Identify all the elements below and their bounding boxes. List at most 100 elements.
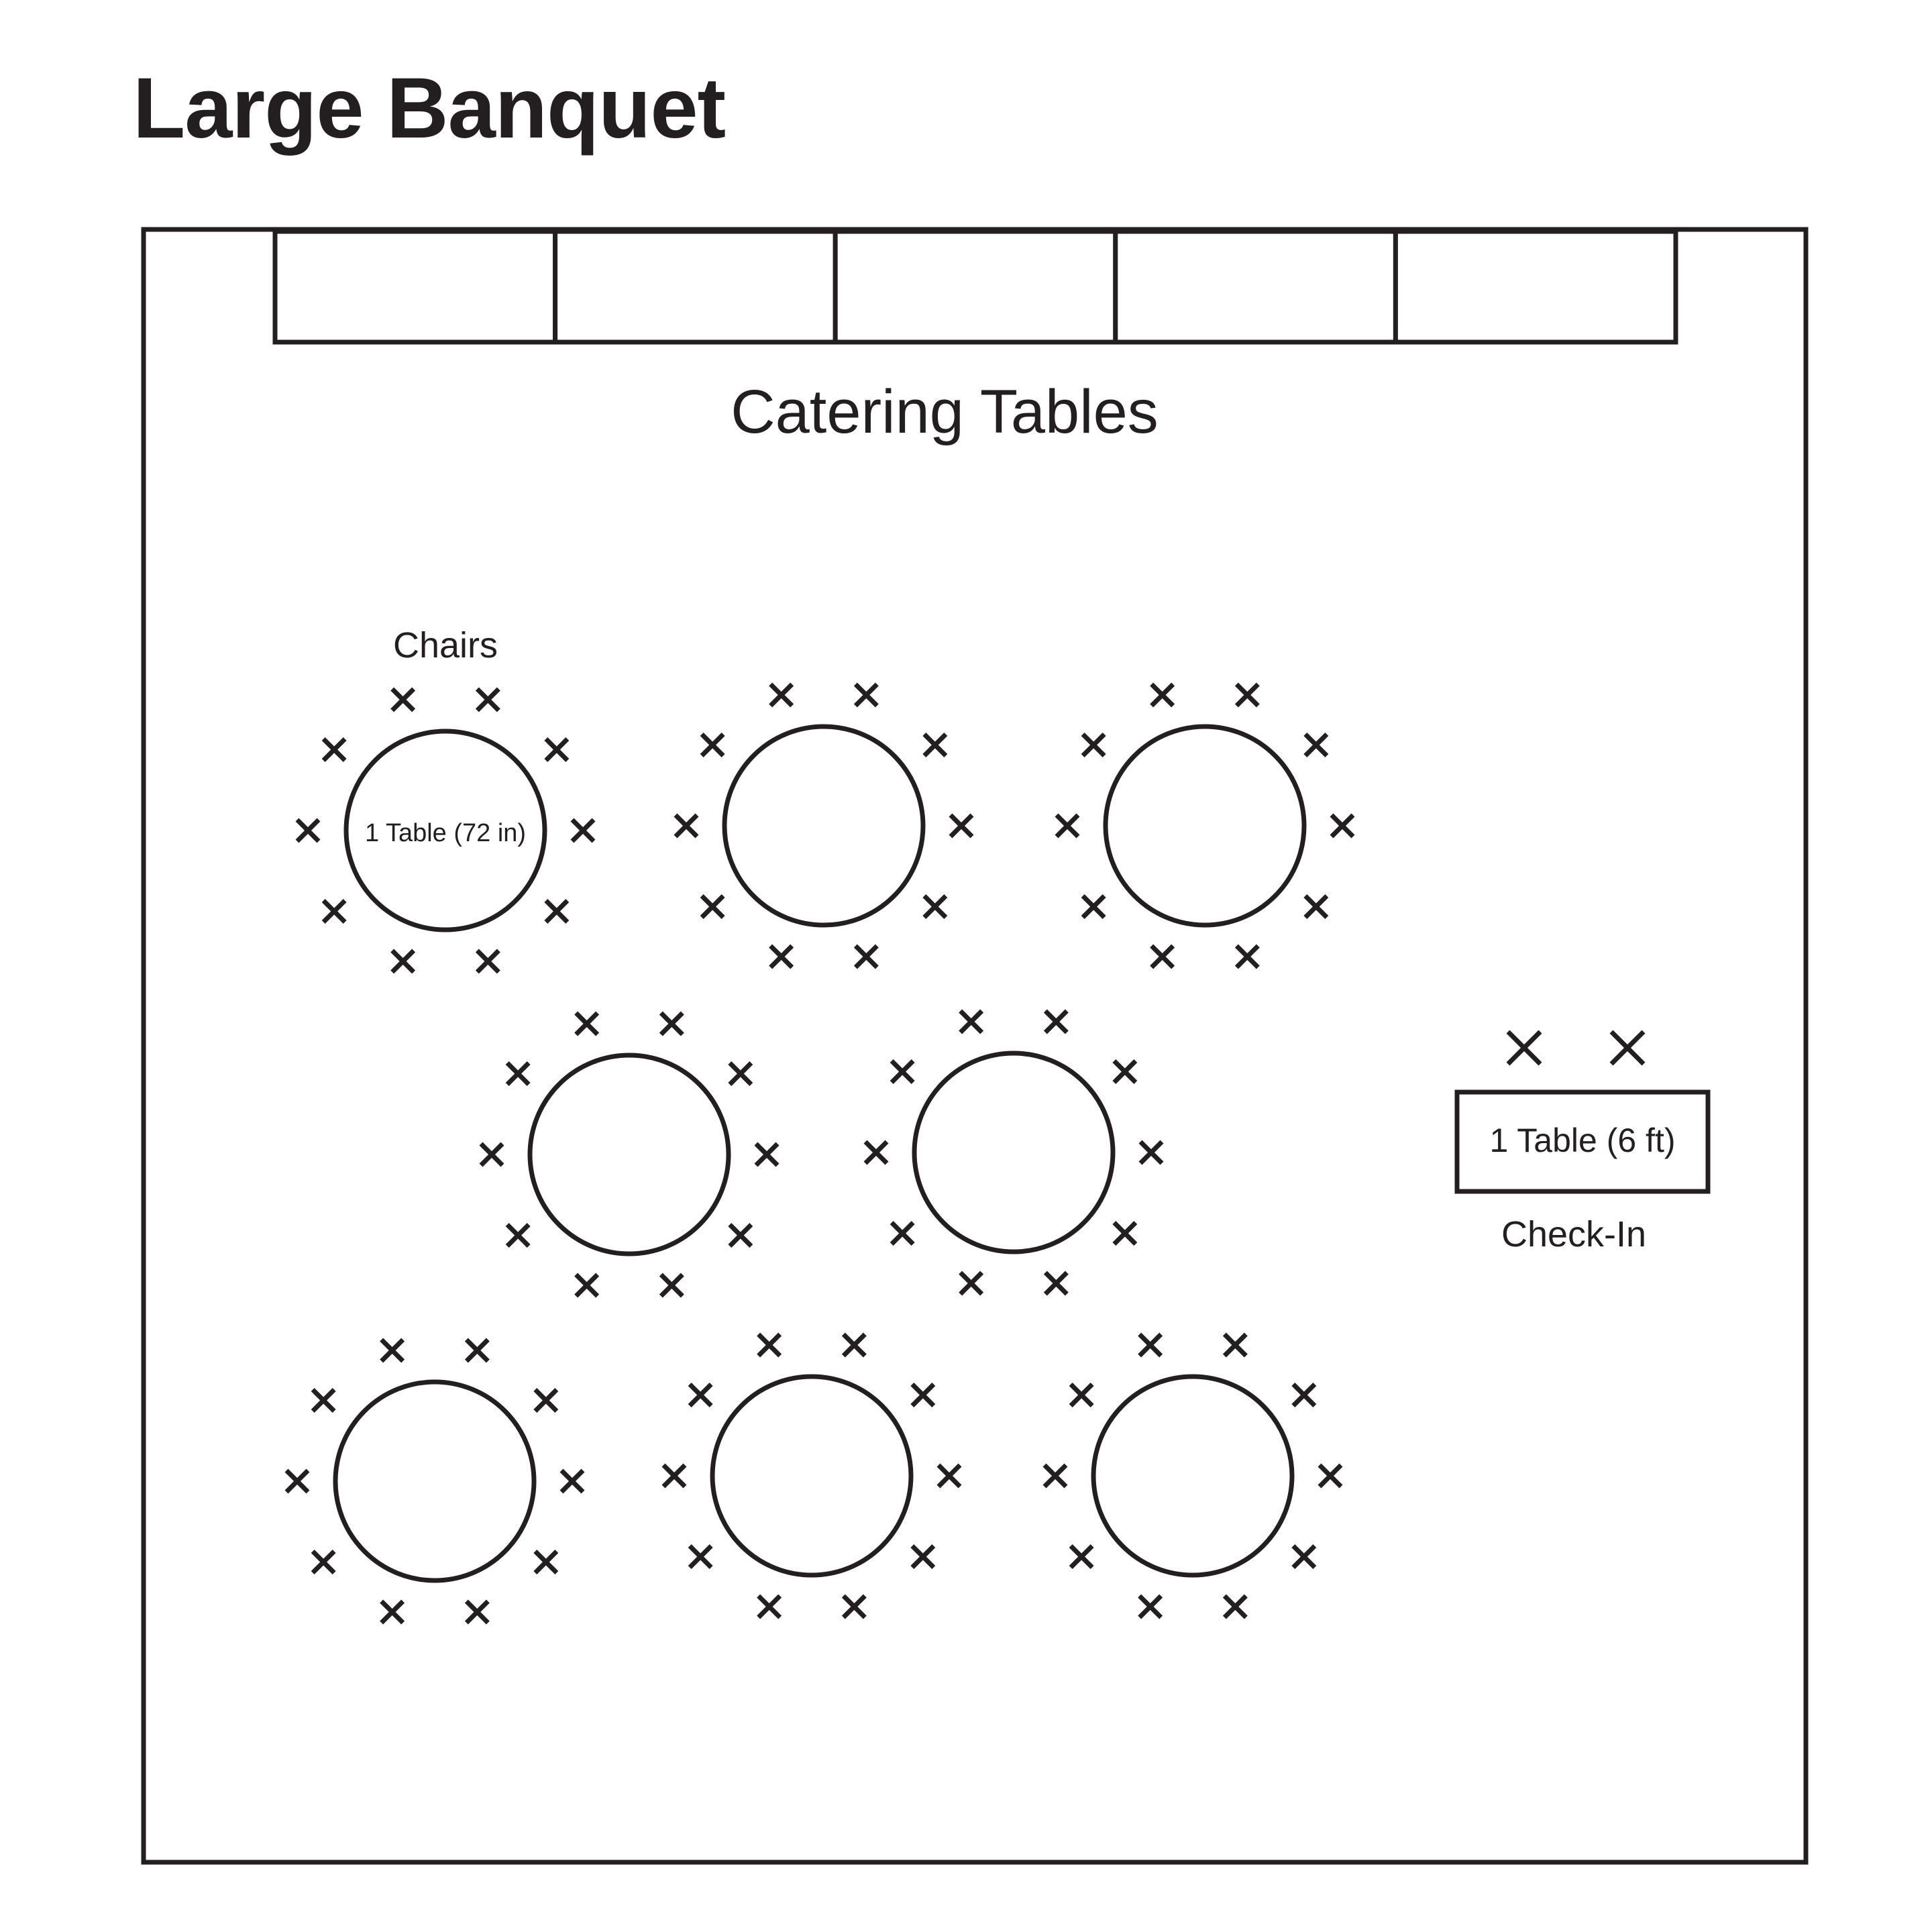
chair-icon [1234, 682, 1260, 708]
chair-icon [390, 687, 416, 712]
chair-icon [757, 1594, 782, 1619]
chair-icon [1069, 1383, 1094, 1407]
chair-icon [959, 1009, 984, 1034]
round-tables: 1 Table (72 in) [284, 682, 1355, 1625]
catering-table [1393, 229, 1678, 345]
chair-icon [1055, 813, 1080, 839]
chair-icon [1222, 1594, 1248, 1619]
chair-icon [949, 813, 974, 839]
chair-icon [380, 1599, 405, 1625]
checkin-table [1454, 1089, 1711, 1194]
chair-icon [321, 899, 347, 924]
round-table-setting [1055, 682, 1355, 969]
checkin-table-label: 1 Table (6 ft) [1489, 1122, 1675, 1159]
page-title: Large Banquet [133, 60, 726, 156]
chair-icon [700, 894, 725, 919]
round-table-label: 1 Table (72 in) [365, 819, 526, 847]
checkin-label: Check-In [1501, 1214, 1646, 1254]
round-table [722, 724, 926, 928]
chair-icon [1234, 944, 1260, 969]
chair-icon [311, 1388, 336, 1413]
chair-icon [544, 899, 570, 924]
chair-icon [922, 733, 948, 757]
chair-icon [959, 1271, 984, 1296]
chair-icon [1303, 894, 1329, 919]
chair-icon [479, 1142, 504, 1167]
round-table [1103, 724, 1307, 928]
catering-tables [272, 229, 1678, 345]
chair-icon [1303, 733, 1329, 757]
chair-icon [1222, 1332, 1248, 1358]
round-table-setting [661, 1332, 962, 1619]
check-in-station: 1 Table (6 ft) Check-In [1454, 1030, 1711, 1254]
room-outline [141, 227, 1809, 1865]
chair-icon [311, 1550, 336, 1574]
chair-icon [841, 1594, 867, 1619]
round-table-setting [479, 1011, 780, 1298]
chair-icon [464, 1599, 490, 1625]
chair-icon [728, 1223, 753, 1248]
chair-icon [936, 1463, 962, 1489]
chair-icon [754, 1142, 780, 1167]
round-table [527, 1053, 731, 1256]
chair-icon [853, 944, 879, 969]
chair-icon [1081, 894, 1106, 919]
chair-icon [574, 1011, 600, 1036]
chair-icon [1609, 1030, 1646, 1066]
round-table [912, 1051, 1116, 1254]
chair-icon [380, 1338, 405, 1363]
round-table [343, 729, 547, 932]
chair-icon [769, 682, 794, 708]
chair-icon [464, 1338, 490, 1363]
chair-icon [769, 944, 794, 969]
chair-icon [321, 737, 347, 762]
chair-icon [1291, 1383, 1317, 1407]
chair-icon [390, 949, 416, 974]
chair-icon [1043, 1009, 1069, 1034]
round-table-setting [1042, 1332, 1343, 1619]
chair-icon [1081, 733, 1106, 757]
chair-icon [659, 1273, 684, 1298]
round-table-setting [674, 682, 974, 969]
round-table [333, 1379, 537, 1583]
chair-icon [559, 1468, 585, 1494]
chair-icon [841, 1332, 867, 1358]
round-table-setting [284, 1338, 585, 1625]
chair-icon [910, 1383, 936, 1407]
chair-icon [1150, 944, 1175, 969]
chair-icon [574, 1273, 600, 1298]
chair-icon [1506, 1030, 1542, 1066]
chair-icon [910, 1544, 936, 1569]
chair-icon [890, 1059, 915, 1084]
chair-icon [570, 818, 596, 843]
catering-table [272, 229, 558, 345]
chair-icon [1138, 1332, 1163, 1358]
chair-icon [853, 682, 879, 708]
catering-tables-label: Catering Tables [731, 378, 1159, 446]
round-table [710, 1374, 914, 1578]
chair-icon [1138, 1140, 1164, 1165]
chair-icon [890, 1221, 915, 1246]
chair-icon [728, 1061, 753, 1086]
chair-icon [661, 1463, 687, 1489]
chair-icon [659, 1011, 684, 1036]
chair-icon [1150, 682, 1175, 708]
chair-icon [544, 737, 570, 762]
chair-icon [475, 687, 500, 712]
chair-icon [757, 1332, 782, 1358]
catering-table [1113, 229, 1398, 345]
chair-icon [1112, 1221, 1138, 1246]
chair-icon [1043, 1271, 1069, 1296]
chair-icon [475, 949, 500, 974]
chair-icon [863, 1140, 889, 1165]
catering-table [553, 229, 838, 345]
catering-table [833, 229, 1118, 345]
chair-icon [1330, 813, 1355, 839]
chair-icon [1042, 1463, 1068, 1489]
round-table [1091, 1374, 1295, 1578]
chair-icon [700, 733, 725, 757]
chair-icon [295, 818, 321, 843]
chair-icon [505, 1061, 531, 1086]
chair-icon [1112, 1059, 1138, 1084]
